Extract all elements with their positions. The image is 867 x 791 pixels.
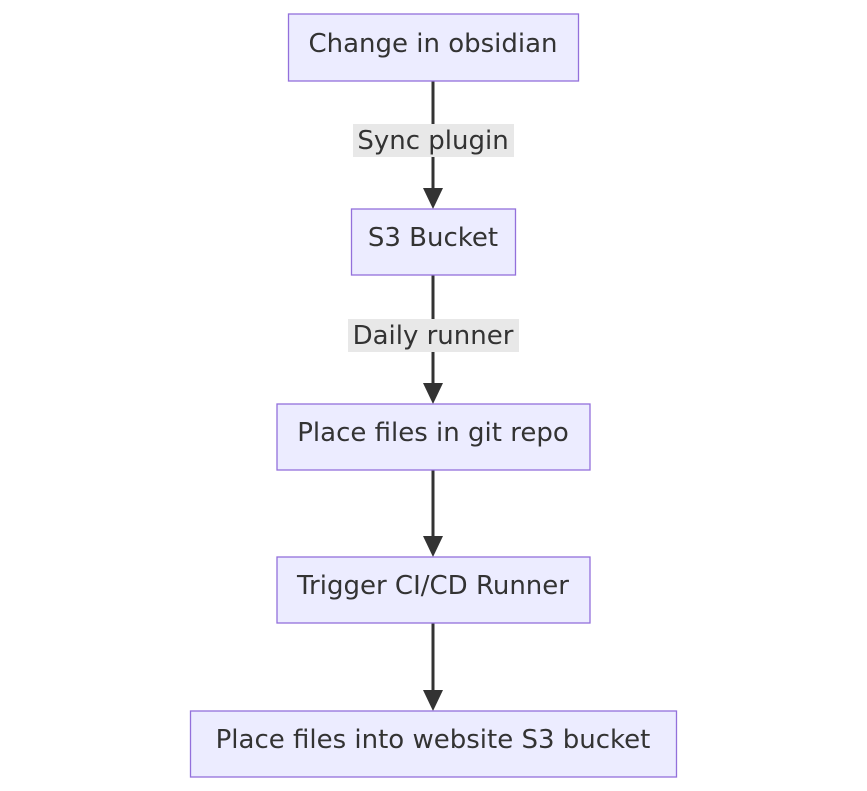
arrow-head: [423, 690, 443, 711]
edge-label-background: [348, 319, 519, 352]
edge-cicd-to-website: [423, 623, 443, 711]
node-label: Place files into website S3 bucket: [216, 725, 651, 755]
node-label: Trigger CI/CD Runner: [296, 571, 569, 601]
arrow-head: [423, 383, 443, 404]
node-label: Place files in git repo: [297, 418, 568, 448]
edge-git-to-cicd: [423, 470, 443, 557]
edge-label-sync-plugin: Sync plugin: [357, 126, 508, 156]
arrow-head: [423, 188, 443, 209]
edge-obsidian-to-s3: Sync plugin: [353, 81, 514, 209]
node-trigger-cicd-runner: Trigger CI/CD Runner: [276, 556, 591, 624]
node-place-files-in-git-repo: Place files in git repo: [276, 403, 591, 471]
node-s3-bucket: S3 Bucket: [350, 208, 517, 276]
arrow-head: [423, 536, 443, 557]
node-label: S3 Bucket: [368, 223, 498, 253]
edge-s3-to-git: Daily runner: [348, 275, 519, 404]
node-label: Change in obsidian: [308, 29, 557, 59]
node-place-files-into-website-s3-bucket: Place files into website S3 bucket: [189, 710, 678, 778]
edge-label-daily-runner: Daily runner: [353, 321, 514, 351]
edge-label-background: [353, 124, 514, 157]
node-change-in-obsidian: Change in obsidian: [287, 13, 580, 82]
